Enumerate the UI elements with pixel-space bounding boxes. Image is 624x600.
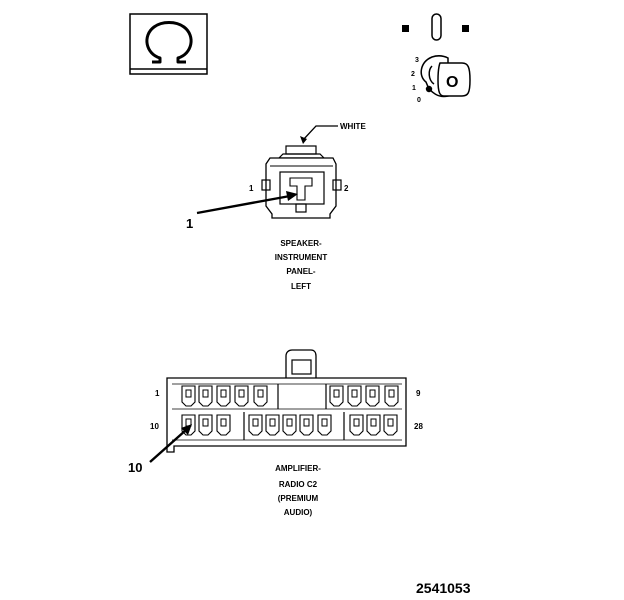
pin-number-label: 10 <box>150 422 159 431</box>
terminal-cavity <box>299 414 314 436</box>
ignition-position-label: 0 <box>417 97 421 104</box>
callout-number: 10 <box>128 460 142 475</box>
terminal-cavity <box>366 414 381 436</box>
speaker-connector: WHITE 1 2 1 SPEAKER- INSTRUMENT PANEL- L… <box>186 122 366 291</box>
terminal-cavity <box>383 414 398 436</box>
connector-name-line: RADIO C2 <box>279 480 318 489</box>
connector-name-line: PANEL- <box>286 267 316 276</box>
terminal-cavity <box>198 385 213 407</box>
pin-number-label: 1 <box>249 184 254 193</box>
pin-number-label: 9 <box>416 389 421 398</box>
terminal-cavity <box>216 385 231 407</box>
connector-name-line: (PREMIUM <box>278 494 319 503</box>
terminal-cavity <box>347 385 362 407</box>
terminal-cavity <box>198 414 213 436</box>
terminal-cavity <box>282 414 297 436</box>
terminal-cavity <box>365 385 380 407</box>
terminal-cavity <box>329 385 344 407</box>
ignition-position-label: 3 <box>415 57 419 64</box>
figure-number: 2541053 <box>416 580 471 596</box>
terminal-cavity <box>253 385 268 407</box>
omega-symbol-icon <box>129 13 208 75</box>
ignition-key-icon: O 3 2 1 0 <box>402 13 471 104</box>
pin-number-label: 2 <box>344 184 349 193</box>
connector-name-line: SPEAKER- <box>280 239 322 248</box>
ignition-position-label: 2 <box>411 71 415 78</box>
ignition-position-label: 1 <box>412 85 416 92</box>
callout-number: 1 <box>186 216 193 231</box>
terminal-cavity <box>181 385 196 407</box>
terminal-cavity <box>234 385 249 407</box>
terminal-cavity <box>216 414 231 436</box>
amplifier-connector: 1 9 10 28 10 AMPLIFIER- RADIO C2 (PREMIU… <box>128 349 423 517</box>
pin-number-label: 1 <box>155 389 160 398</box>
terminal-cavity <box>349 414 364 436</box>
terminal-cavity <box>265 414 280 436</box>
pin-number-label: 28 <box>414 422 423 431</box>
ignition-key-letter: O <box>446 74 458 91</box>
connector-name-line: LEFT <box>291 282 311 291</box>
terminal-cavity <box>248 414 263 436</box>
terminal-cavity <box>384 385 399 407</box>
connector-name-line: AMPLIFIER- <box>275 464 321 473</box>
connector-name-line: INSTRUMENT <box>275 253 328 262</box>
connector-name-line: AUDIO) <box>284 508 313 517</box>
terminal-cavity <box>317 414 332 436</box>
connector-color-label: WHITE <box>340 122 366 131</box>
amplifier-pin-row <box>181 385 399 436</box>
